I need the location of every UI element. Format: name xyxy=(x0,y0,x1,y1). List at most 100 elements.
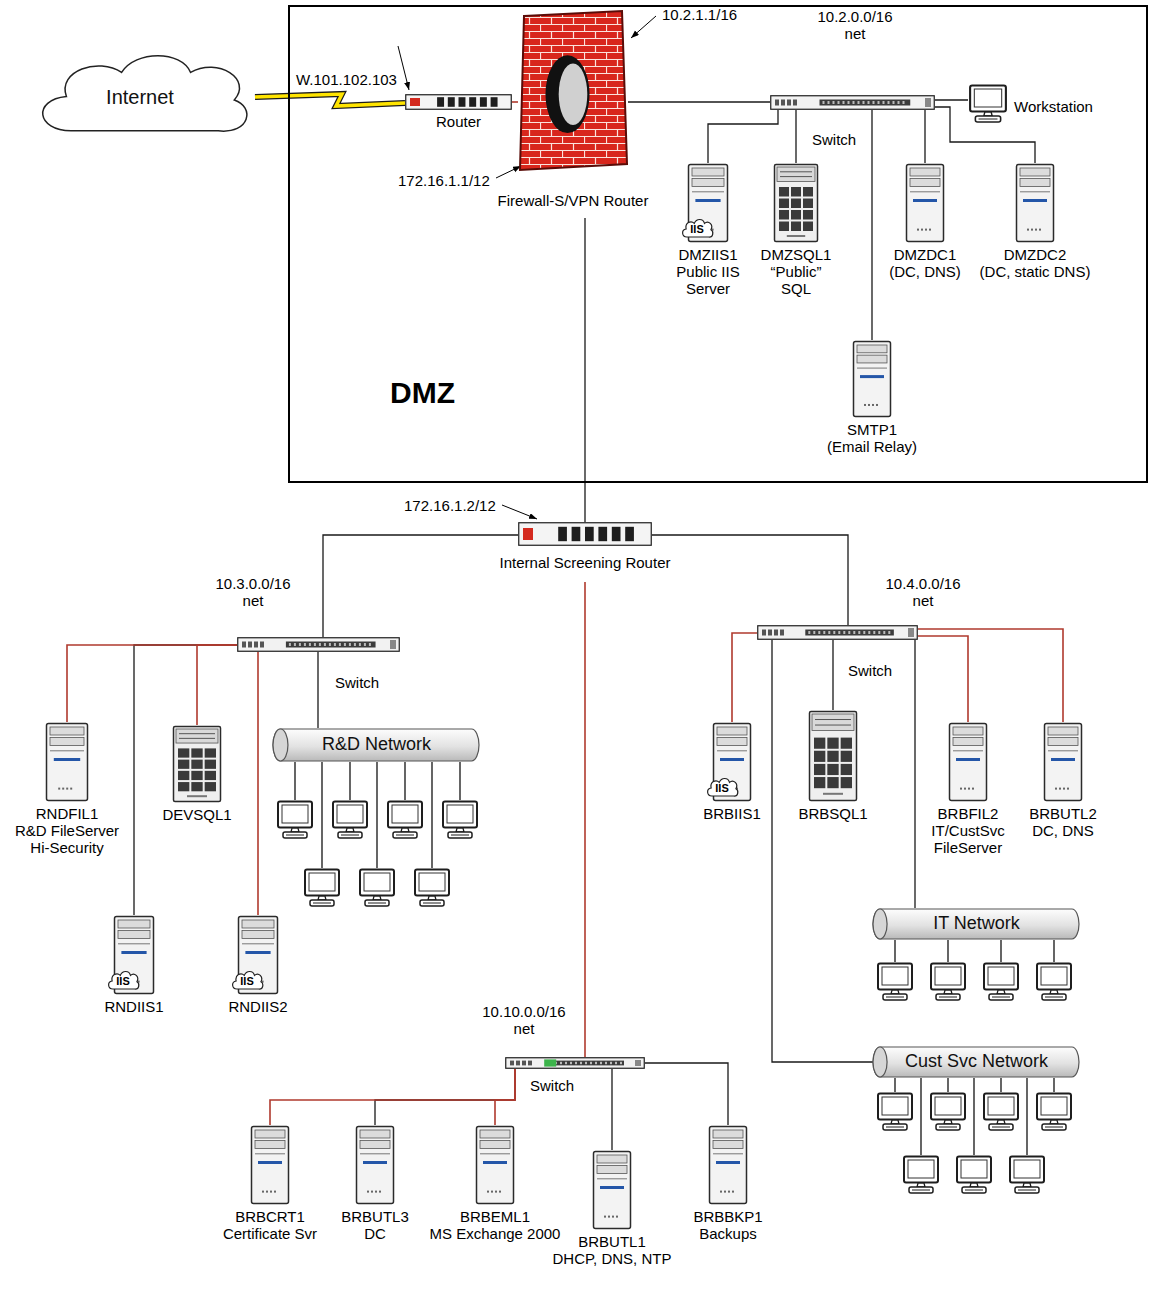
icon-part xyxy=(814,751,825,762)
icon-part xyxy=(858,631,860,634)
network-name: R&D Network xyxy=(322,734,431,756)
icon-part xyxy=(597,1165,627,1173)
icon-holder xyxy=(1043,722,1083,802)
device-name: Switch xyxy=(530,1077,590,1094)
link-line xyxy=(871,110,872,340)
icon-part xyxy=(600,1062,602,1064)
link-line xyxy=(584,582,586,1057)
caption: BRBCRT1Certificate Svr xyxy=(185,1208,355,1242)
icon-part xyxy=(779,210,789,220)
server: DMZDC1(DC, DNS) xyxy=(905,163,945,243)
icon-part xyxy=(768,630,772,636)
icon-part xyxy=(1055,788,1057,790)
icon-holder xyxy=(518,10,628,172)
icon-part xyxy=(443,802,477,839)
icon-part xyxy=(883,631,885,634)
network-segment: R&D Network xyxy=(273,728,480,762)
icon-part xyxy=(491,97,498,107)
icon-part xyxy=(364,643,366,646)
device-name: BRBIIS1 xyxy=(647,805,817,822)
server: DMZDC2(DC, static DNS) xyxy=(1015,163,1055,243)
device-name: BRBUTL1 xyxy=(527,1233,697,1250)
icon-part xyxy=(459,97,466,107)
icon-part xyxy=(904,1157,938,1194)
icon-part xyxy=(480,97,487,107)
address-label: 10.2.0.0/16 net xyxy=(810,8,900,42)
link-line xyxy=(270,1069,515,1125)
caption: Switch xyxy=(812,131,872,148)
icon-part xyxy=(1020,178,1050,186)
icon-part xyxy=(616,1216,618,1218)
icon-part xyxy=(580,1062,582,1064)
icon-part xyxy=(823,793,843,795)
icon-part xyxy=(631,16,656,38)
icon-part xyxy=(762,630,766,636)
icon-part xyxy=(66,788,68,790)
network-link xyxy=(915,640,916,908)
link-line xyxy=(323,535,518,637)
device-role: Certificate Svr xyxy=(185,1225,355,1242)
link-line xyxy=(732,633,757,722)
icon-part xyxy=(523,528,533,540)
icon-part xyxy=(410,98,420,106)
icon-part xyxy=(984,964,1018,1001)
device-name: Firewall-S/VPN Router xyxy=(473,192,673,209)
icon-part xyxy=(873,909,887,939)
icon-part xyxy=(905,163,945,243)
icon-holder xyxy=(852,340,892,418)
icon-part xyxy=(258,1161,282,1164)
caption: DMZDC2(DC, static DNS) xyxy=(950,246,1120,280)
network-switch: Switch xyxy=(757,625,918,640)
icon-holder xyxy=(968,84,1008,124)
icon-part xyxy=(803,199,813,209)
icon-part xyxy=(415,870,449,907)
caption: Workstation xyxy=(1014,98,1114,115)
icon-part xyxy=(812,714,854,731)
icon-part xyxy=(519,523,652,546)
device-name: Switch xyxy=(812,131,872,148)
network-link xyxy=(872,110,873,340)
network-link xyxy=(918,629,1063,722)
icon-part xyxy=(860,375,884,378)
icon-part xyxy=(953,750,983,751)
network-link xyxy=(918,636,968,722)
icon-part xyxy=(878,631,880,634)
icon-part xyxy=(480,1130,510,1138)
link-line xyxy=(645,1063,728,1125)
icon-part xyxy=(780,630,784,636)
icon-part xyxy=(262,1191,264,1193)
server: RNDFIL1R&D FileServer Hi-Security xyxy=(45,722,89,802)
icon-holder xyxy=(172,725,222,803)
device-name: BRBUTL2 xyxy=(978,805,1148,822)
icon-part xyxy=(612,527,621,541)
caption: Internal Screening Router xyxy=(465,554,705,571)
icon-part xyxy=(780,176,812,177)
icon-part xyxy=(360,1140,390,1148)
icon-part xyxy=(585,1062,587,1064)
icon-part xyxy=(775,165,818,242)
icon-part xyxy=(178,782,189,791)
icon-holder xyxy=(948,722,988,802)
icon-part xyxy=(868,631,870,634)
server: IISBRBIIS1 xyxy=(712,722,752,802)
address-label: 10.10.0.0/16 net xyxy=(474,1003,574,1037)
icon-part xyxy=(260,642,264,648)
device-role: “Public” SQL xyxy=(765,263,827,297)
icon-part xyxy=(728,1191,730,1193)
icon-part xyxy=(178,760,189,769)
icon-part xyxy=(852,340,892,418)
device-name: RNDIIS2 xyxy=(173,998,343,1015)
server: BRBCRT1Certificate Svr xyxy=(250,1125,290,1205)
icon-part xyxy=(45,722,89,802)
icon-part xyxy=(1048,727,1078,735)
icon-part xyxy=(309,643,311,646)
icon-part xyxy=(592,1150,632,1230)
icon-part xyxy=(903,101,905,104)
network-link xyxy=(318,652,319,728)
icon-part xyxy=(1037,1094,1071,1131)
icon-part xyxy=(813,631,815,634)
device-name: DEVSQL1 xyxy=(112,806,282,823)
icon-part xyxy=(559,63,588,125)
link-line xyxy=(317,652,318,728)
icon-part xyxy=(808,710,858,802)
